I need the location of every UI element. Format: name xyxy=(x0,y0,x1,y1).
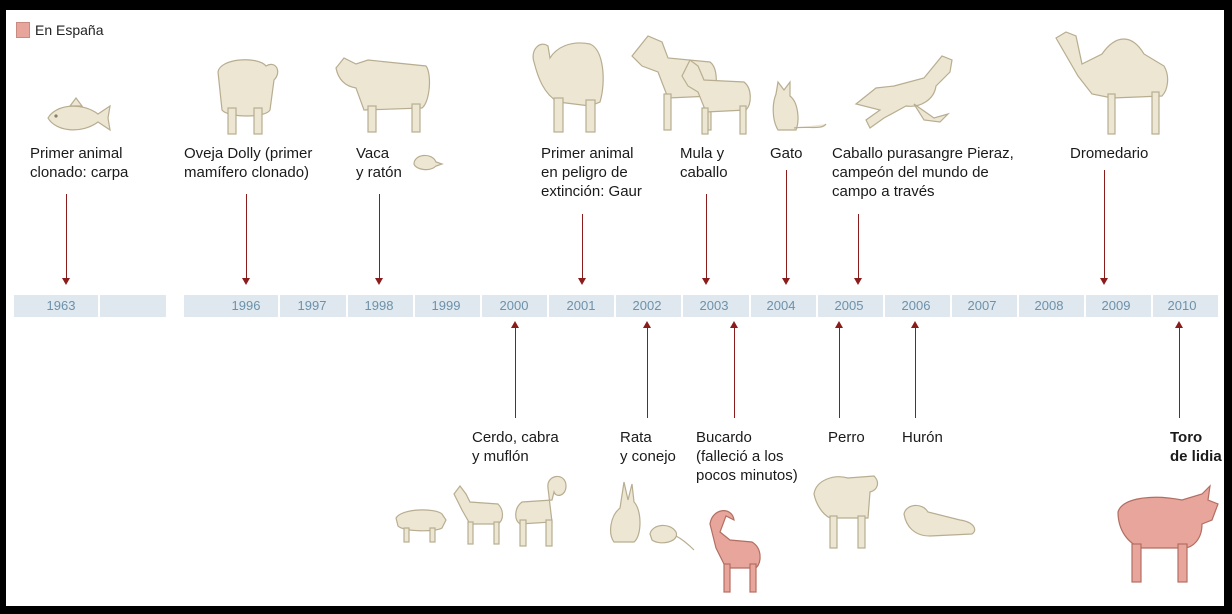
year-label: 2010 xyxy=(1152,298,1212,313)
arrow-2002 xyxy=(647,326,648,418)
event-label-2005-top: Caballo purasangre Pieraz,campeón del mu… xyxy=(832,144,1014,201)
year-label: 2006 xyxy=(886,298,946,313)
year-label: 2004 xyxy=(751,298,811,313)
year-label: 2003 xyxy=(684,298,744,313)
arrow-2004 xyxy=(786,170,787,280)
gaur-icon xyxy=(530,32,608,134)
legend-label: En España xyxy=(35,22,104,38)
event-label-2009: Dromedario xyxy=(1070,144,1148,163)
ferret-icon xyxy=(900,500,980,546)
year-label: 1963 xyxy=(31,298,91,313)
cow-icon xyxy=(334,44,434,134)
arrowhead-1998 xyxy=(375,278,383,285)
year-label: 2000 xyxy=(484,298,544,313)
arrowhead-2003-top xyxy=(702,278,710,285)
arrow-2001 xyxy=(582,214,583,280)
band-separator xyxy=(98,295,100,317)
legend-swatch xyxy=(16,22,30,38)
band-separator xyxy=(883,295,885,317)
bull-icon xyxy=(1112,484,1220,584)
arrowhead-2005-top xyxy=(854,278,862,285)
band-separator xyxy=(278,295,280,317)
timeline-figure: En España 1963 1996 1997 1998 1999 2000 … xyxy=(6,10,1224,606)
carp-icon xyxy=(42,96,114,138)
year-label: 2008 xyxy=(1019,298,1079,313)
pig-icon xyxy=(392,502,448,544)
band-separator xyxy=(681,295,683,317)
event-label-2005-bottom: Perro xyxy=(828,428,865,447)
bucardo-icon xyxy=(706,502,766,594)
band-separator xyxy=(816,295,818,317)
goat-icon xyxy=(452,484,506,546)
year-label: 2007 xyxy=(952,298,1012,313)
arrowhead-2001 xyxy=(578,278,586,285)
dog-icon xyxy=(812,470,880,550)
arrow-2003-bottom xyxy=(734,326,735,418)
year-label: 2002 xyxy=(617,298,677,313)
sheep-icon xyxy=(210,52,282,136)
arrowhead-1963 xyxy=(62,278,70,285)
band-separator xyxy=(346,295,348,317)
year-label: 2005 xyxy=(819,298,879,313)
mouflon-icon xyxy=(508,470,570,548)
year-label: 2001 xyxy=(551,298,611,313)
year-label: 2009 xyxy=(1086,298,1146,313)
event-label-2004: Gato xyxy=(770,144,803,163)
arrow-2003-top xyxy=(706,194,707,280)
arrow-1996 xyxy=(246,194,247,280)
band-separator xyxy=(614,295,616,317)
year-label: 1998 xyxy=(349,298,409,313)
rabbit-icon xyxy=(606,480,644,546)
arrow-2009 xyxy=(1104,170,1105,280)
racehorse-icon xyxy=(854,48,966,132)
arrow-1998 xyxy=(379,194,380,280)
arrow-1963 xyxy=(66,194,67,280)
arrowhead-2009 xyxy=(1100,278,1108,285)
arrowhead-1996 xyxy=(242,278,250,285)
event-label-2006: Hurón xyxy=(902,428,943,447)
year-label: 1999 xyxy=(416,298,476,313)
arrow-2005-bottom xyxy=(839,326,840,418)
year-label: 1996 xyxy=(216,298,276,313)
year-label: 1997 xyxy=(282,298,342,313)
arrow-2005-top xyxy=(858,214,859,280)
band-separator xyxy=(547,295,549,317)
legend: En España xyxy=(16,22,104,38)
arrowhead-2004 xyxy=(782,278,790,285)
band-separator xyxy=(413,295,415,317)
mule-icon xyxy=(676,54,756,136)
mouse-icon xyxy=(410,150,444,172)
band-separator xyxy=(480,295,482,317)
dromedary-icon xyxy=(1052,24,1174,136)
arrow-2010 xyxy=(1179,326,1180,418)
arrow-2006 xyxy=(915,326,916,418)
rat-icon xyxy=(646,518,696,552)
arrow-2000 xyxy=(515,326,516,418)
cat-icon xyxy=(768,80,828,134)
